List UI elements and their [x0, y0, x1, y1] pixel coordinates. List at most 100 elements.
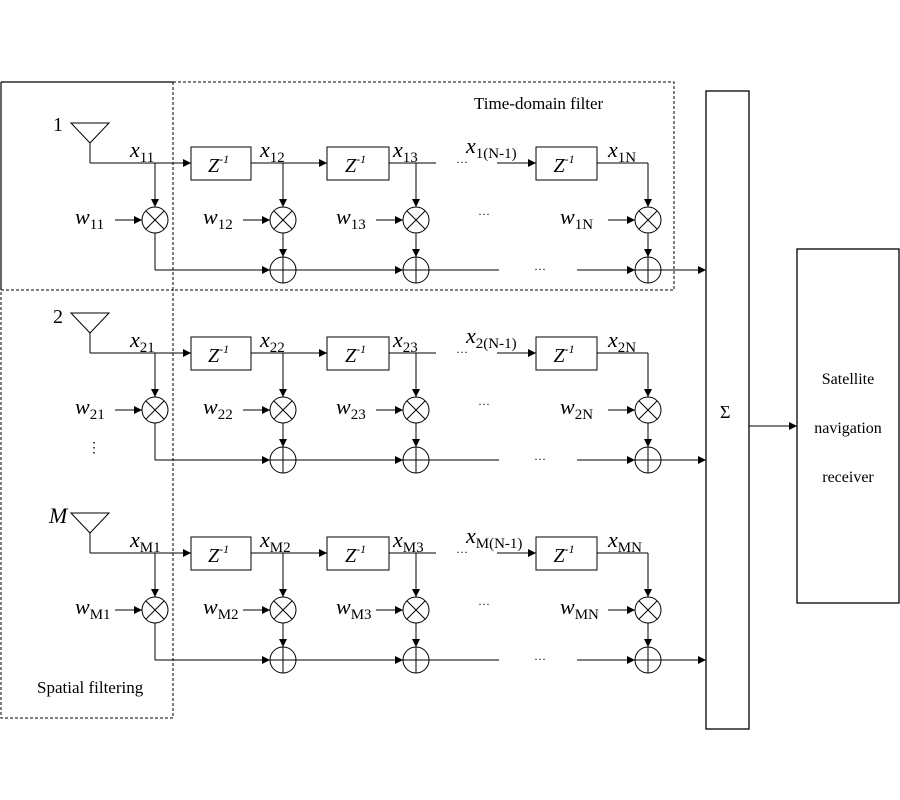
multiplier-cross: [638, 210, 658, 230]
multiplier-cross: [273, 400, 293, 420]
delay-element: Z-1: [190, 536, 252, 571]
antenna-triangle: [69, 512, 111, 534]
delay-label: Z-1: [208, 152, 229, 177]
ellipsis: ···: [534, 652, 546, 666]
delay-element: Z-1: [326, 336, 390, 371]
adder-node: [402, 646, 430, 674]
delay-label: Z-1: [554, 342, 575, 367]
spatial-filtering-title: Spatial filtering: [37, 678, 144, 697]
multiplier-node: [269, 596, 297, 624]
weight-label: w11: [75, 204, 104, 233]
delay-label: Z-1: [554, 152, 575, 177]
receiver-label-line1: Satellite: [822, 371, 874, 388]
x-label: xM2: [259, 527, 291, 556]
delay-element: Z-1: [190, 146, 252, 181]
multiplier-node: [402, 396, 430, 424]
delay-box: [190, 336, 252, 371]
delay-label: Z-1: [554, 542, 575, 567]
x-label: xM3: [392, 527, 424, 556]
x-label: xM(N-1): [465, 523, 522, 552]
weight-label: w13: [336, 204, 366, 233]
ellipsis: ···: [534, 262, 546, 276]
ellipsis: ···: [456, 345, 468, 359]
receiver-box: [796, 248, 900, 604]
delay-element: Z-1: [535, 336, 598, 371]
multiplier-cross: [273, 600, 293, 620]
adder-node: [634, 256, 662, 284]
multiplier-node: [141, 396, 169, 424]
delay-box: [535, 336, 598, 371]
multiplier-node: [141, 596, 169, 624]
x-label: x11: [129, 137, 154, 166]
multiplier-cross: [638, 400, 658, 420]
time-domain-filter-box: [172, 81, 675, 291]
antenna-triangle: [69, 122, 111, 144]
multiplier-cross: [406, 600, 426, 620]
antenna-label: 1: [53, 114, 63, 136]
delay-box: [326, 536, 390, 571]
adder-node: [634, 446, 662, 474]
delay-label: Z-1: [208, 542, 229, 567]
delay-label: Z-1: [208, 342, 229, 367]
spatial-region-row1-box: [0, 81, 173, 290]
spatial-filtering-box: [0, 289, 174, 719]
multiplier-node: [634, 396, 662, 424]
ellipsis: ···: [478, 207, 490, 221]
x-label: xM1: [129, 527, 161, 556]
delay-label: Z-1: [345, 542, 366, 567]
weight-label: w21: [75, 394, 105, 423]
weight-label: wM1: [75, 594, 111, 623]
multiplier-cross: [145, 210, 165, 230]
multiplier-node: [634, 206, 662, 234]
delay-box: [535, 146, 598, 181]
weight-label: w22: [203, 394, 233, 423]
x-label: x23: [392, 327, 418, 356]
adder-node: [269, 646, 297, 674]
multiplier-node: [402, 206, 430, 234]
weight-label: w2N: [560, 394, 593, 423]
delay-element: Z-1: [326, 146, 390, 181]
antenna-triangle: [69, 312, 111, 334]
antenna-icon: [69, 312, 111, 353]
weight-label: w12: [203, 204, 233, 233]
weight-label: wMN: [560, 594, 599, 623]
ellipsis: ···: [478, 597, 490, 611]
x-label: x12: [259, 137, 285, 166]
delay-element: Z-1: [326, 536, 390, 571]
x-label: x21: [129, 327, 155, 356]
weight-label: wM2: [203, 594, 239, 623]
delay-label: Z-1: [345, 342, 366, 367]
multiplier-cross: [406, 400, 426, 420]
adder-node: [269, 256, 297, 284]
delay-box: [190, 146, 252, 181]
weight-label: w23: [336, 394, 366, 423]
antenna-icon: [69, 512, 111, 553]
multiplier-cross: [145, 600, 165, 620]
adder-node: [402, 446, 430, 474]
ellipsis: ···: [534, 452, 546, 466]
delay-box: [326, 146, 390, 181]
multiplier-node: [269, 396, 297, 424]
multiplier-cross: [406, 210, 426, 230]
receiver-label-line3: receiver: [822, 469, 874, 486]
x-label: x22: [259, 327, 285, 356]
multiplier-node: [634, 596, 662, 624]
antenna-label: 2: [53, 306, 63, 328]
weight-label: w1N: [560, 204, 593, 233]
ellipsis: ···: [478, 397, 490, 411]
antenna-icon: [69, 122, 111, 163]
multiplier-node: [269, 206, 297, 234]
delay-label: Z-1: [345, 152, 366, 177]
summation-box: [705, 90, 750, 730]
delay-element: Z-1: [535, 146, 598, 181]
x-label: x1(N-1): [465, 133, 517, 162]
antenna-label: M: [48, 503, 69, 528]
ellipsis: ···: [456, 155, 468, 169]
adder-node: [634, 646, 662, 674]
x-label: x1N: [607, 137, 636, 166]
multiplier-node: [402, 596, 430, 624]
